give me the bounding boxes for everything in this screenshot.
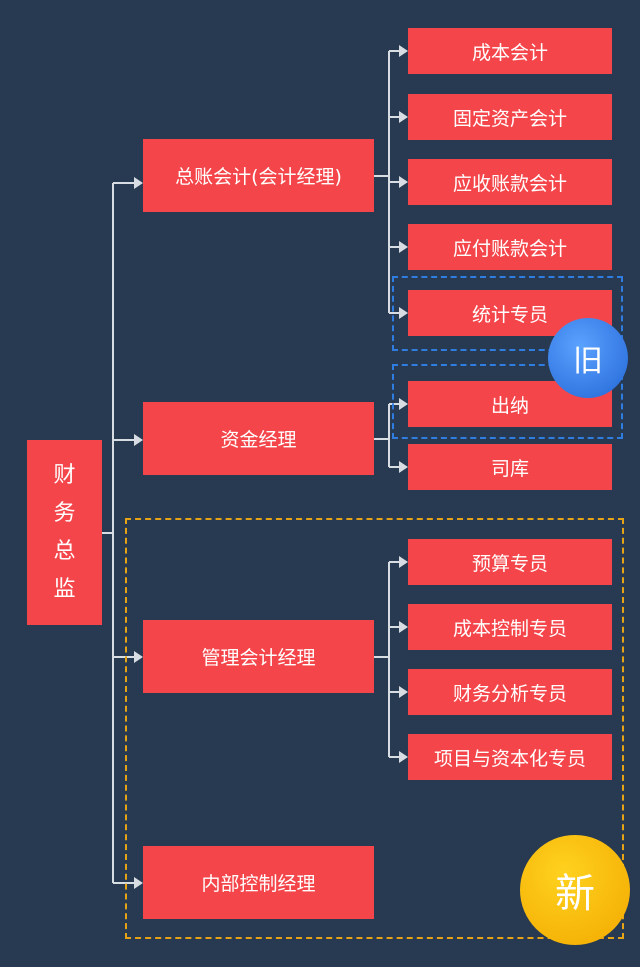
node-internal-control-manager: 内部控制经理 <box>143 846 374 919</box>
arrow-head <box>134 434 143 446</box>
arrow-head <box>134 177 143 189</box>
root-char: 务 <box>53 500 76 526</box>
node-cost-accountant: 成本会计 <box>408 28 612 74</box>
arrow-head <box>399 307 408 319</box>
arrow-head <box>399 45 408 57</box>
arrow-head <box>399 751 408 763</box>
arrow-head <box>399 686 408 698</box>
old-roles-frame-cashier <box>392 364 623 439</box>
node-financial-analysis-specialist: 财务分析专员 <box>408 669 612 715</box>
old-roles-frame-statistics <box>392 276 623 351</box>
node-mgmt-accounting-manager: 管理会计经理 <box>143 620 374 693</box>
node-payable-accountant: 应付账款会计 <box>408 224 612 270</box>
arrow-head <box>399 621 408 633</box>
node-fixed-asset-accountant: 固定资产会计 <box>408 94 612 140</box>
new-badge: 新 <box>520 835 630 945</box>
node-statistics-specialist: 统计专员 <box>408 290 612 336</box>
arrow-head <box>134 651 143 663</box>
node-gl-accountant: 总账会计(会计经理) <box>143 139 374 212</box>
node-fund-manager: 资金经理 <box>143 402 374 475</box>
root-char: 财 <box>53 462 76 488</box>
node-budget-specialist: 预算专员 <box>408 539 612 585</box>
arrow-head <box>399 176 408 188</box>
root-char: 总 <box>53 538 76 564</box>
arrow-head <box>399 398 408 410</box>
old-badge: 旧 <box>548 318 628 398</box>
arrow-head <box>399 461 408 473</box>
node-receivable-accountant: 应收账款会计 <box>408 159 612 205</box>
arrow-head <box>134 877 143 889</box>
arrow-head <box>399 556 408 568</box>
arrow-head <box>399 241 408 253</box>
arrow-head <box>399 111 408 123</box>
node-cost-control-specialist: 成本控制专员 <box>408 604 612 650</box>
root-char: 监 <box>53 576 76 602</box>
node-treasury: 司库 <box>408 444 612 490</box>
new-roles-frame <box>125 518 624 939</box>
node-capitalization-specialist: 项目与资本化专员 <box>408 734 612 780</box>
root-node-finance-director: 财 务 总 监 <box>27 440 102 625</box>
